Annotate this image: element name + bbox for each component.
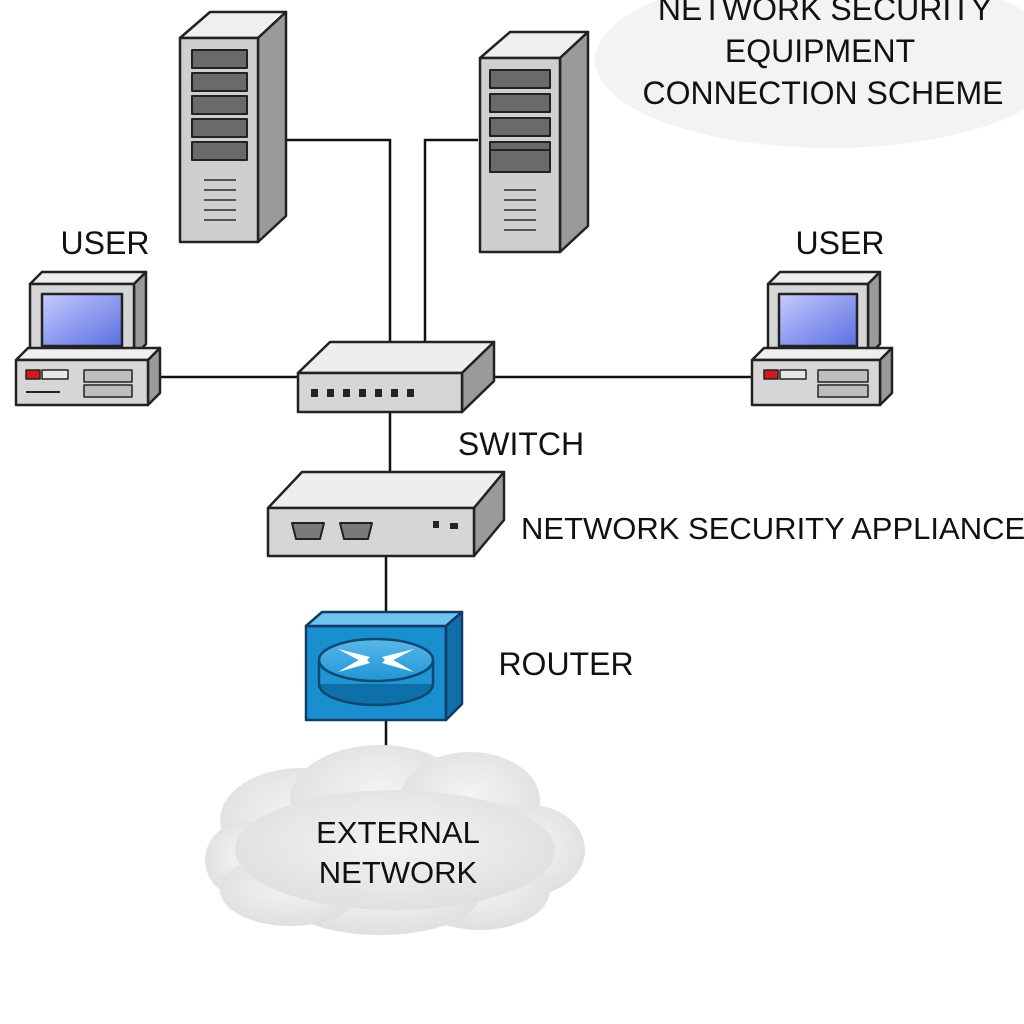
server-left-link [285,138,392,345]
cloud-icon [205,745,585,935]
title-bubble: NETWORK SECURITY EQUIPMENT CONNECTION SC… [595,0,1024,148]
switch-label: SWITCH [458,426,584,462]
switch-icon [296,340,496,414]
router-icon [304,610,464,722]
user-left-label: USER [61,225,150,261]
title-line-2: EQUIPMENT [725,33,915,69]
user-right-label: USER [796,225,885,261]
server-tower-left-icon [178,10,288,244]
screen-left [40,292,124,348]
server-right-link [423,138,478,345]
title-line-1: NETWORK SECURITY [658,0,992,27]
router-label: ROUTER [498,646,633,682]
computer-right-icon [750,270,894,407]
title-background [595,0,1024,148]
appliance-label: NETWORK SECURITY APPLIANCE [521,511,1024,546]
cloud-label-line-2: NETWORK [319,855,478,890]
computer-left-icon [14,270,162,407]
cloud-label-line-1: EXTERNAL [316,815,480,850]
screen-right [777,292,859,348]
title-line-3: CONNECTION SCHEME [643,75,1004,111]
server-tower-right-icon [478,30,590,254]
security-appliance-icon [266,470,506,558]
